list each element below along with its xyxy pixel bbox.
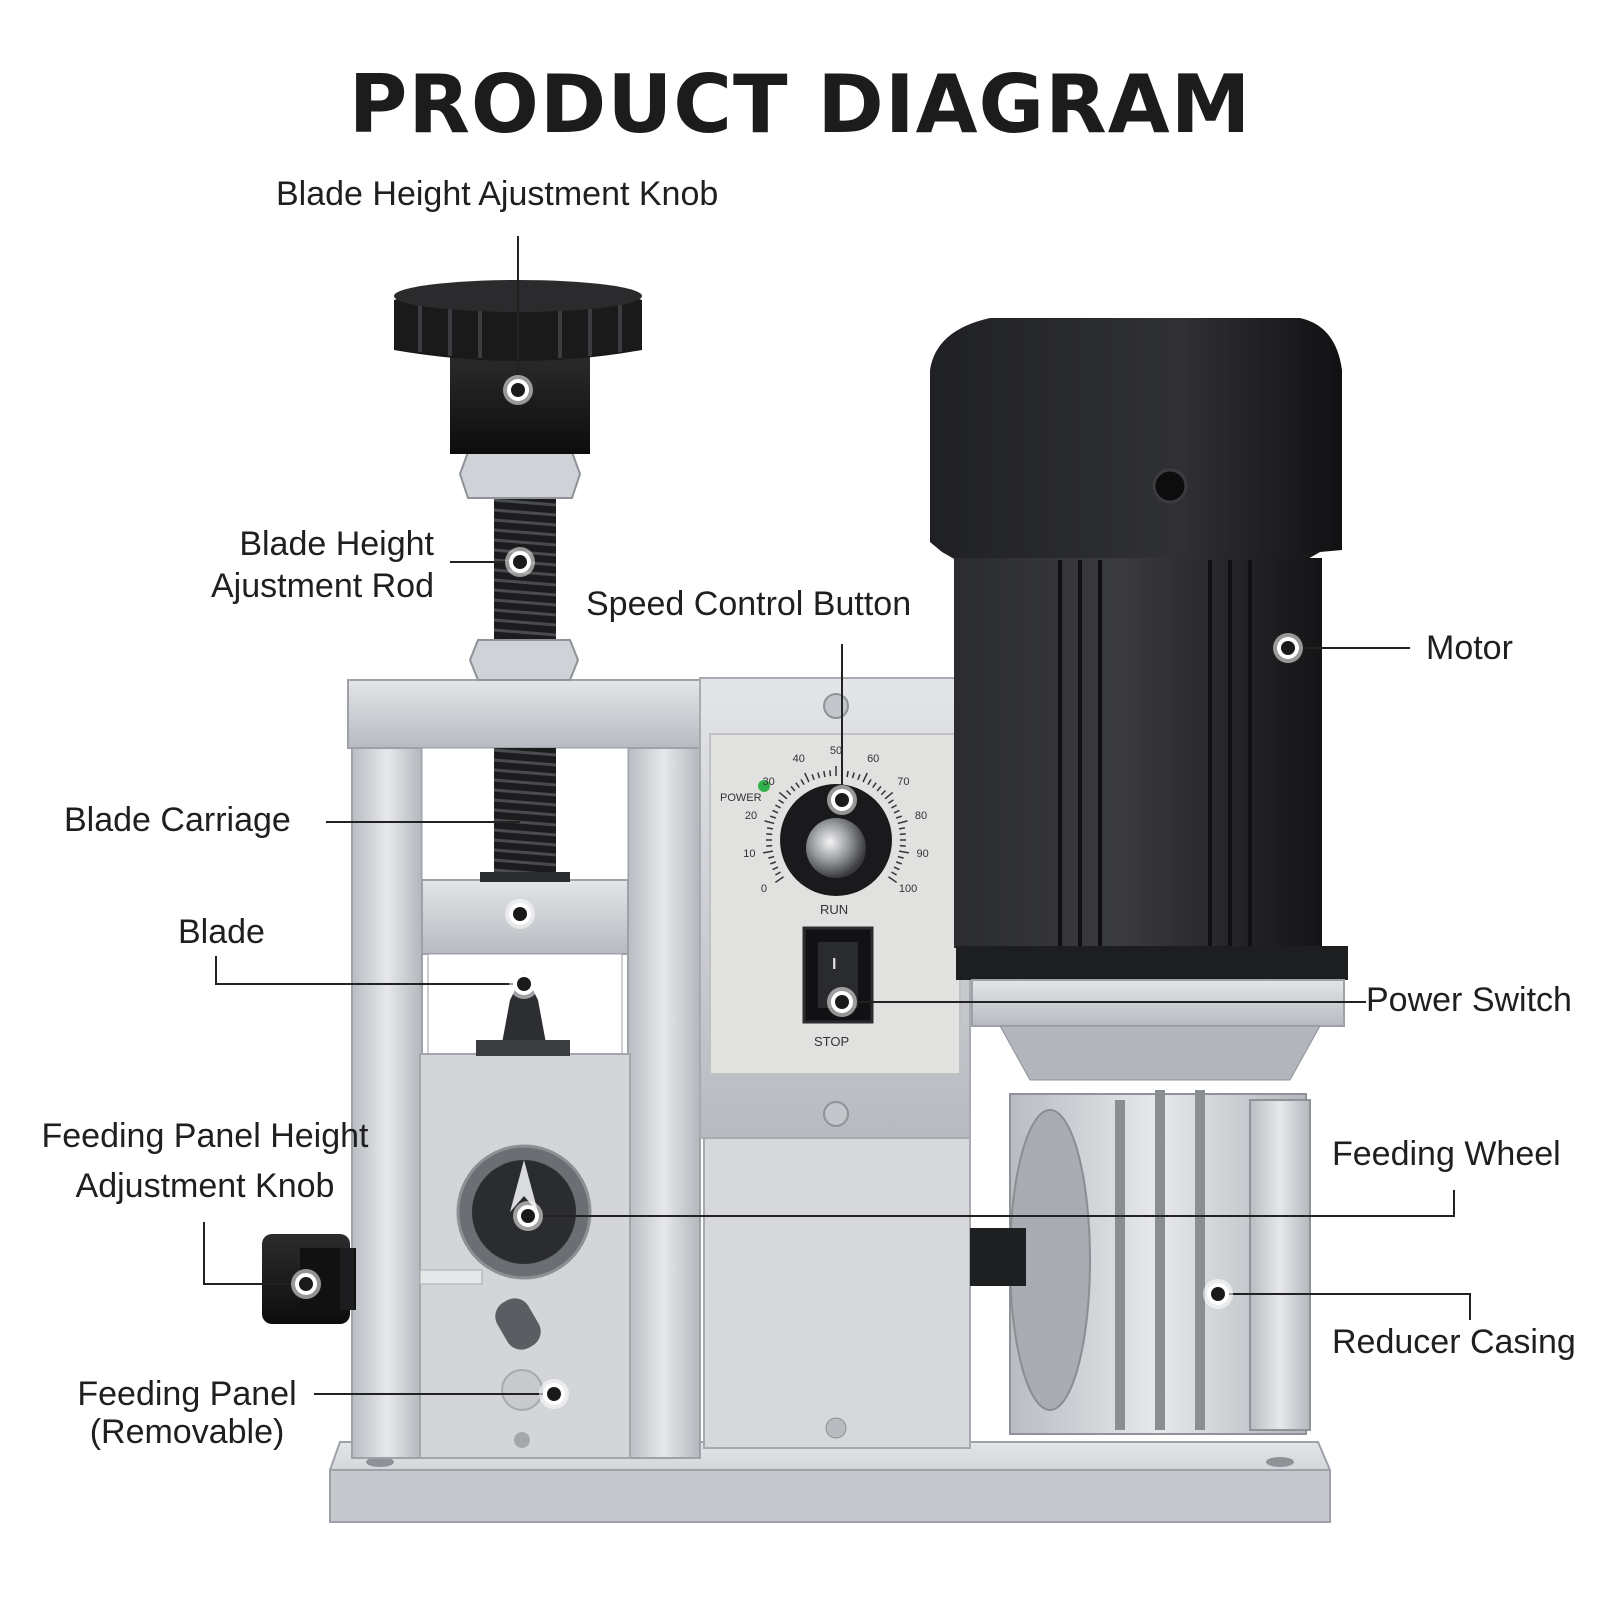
dial-scale-label: 40 bbox=[792, 753, 805, 766]
callout-dot bbox=[543, 1383, 565, 1405]
base-plate bbox=[329, 1441, 1331, 1523]
callout-dot bbox=[295, 1273, 317, 1295]
dial-scale-label: 50 bbox=[829, 745, 843, 757]
label-speed-control: Speed Control Button bbox=[586, 585, 912, 623]
label-feeding-wheel: Feeding Wheel bbox=[1332, 1135, 1561, 1173]
callout-dot bbox=[1277, 637, 1299, 659]
page-title: PRODUCT DIAGRAM bbox=[348, 58, 1252, 151]
callout-dot bbox=[513, 973, 535, 995]
label-blade-height-rod-line2: Ajustment Rod bbox=[211, 567, 434, 605]
callout-dot bbox=[831, 789, 853, 811]
label-power-switch: Power Switch bbox=[1366, 981, 1572, 1019]
dial-scale-label: 0 bbox=[760, 883, 767, 896]
motor-body bbox=[930, 318, 1348, 1027]
dial-scale-label: 90 bbox=[916, 848, 929, 861]
label-motor: Motor bbox=[1426, 629, 1513, 667]
leader-lines bbox=[203, 236, 1471, 1395]
label-feeding-panel-knob-line1: Feeding Panel Height bbox=[41, 1117, 369, 1155]
callout-dot bbox=[509, 551, 531, 573]
dial-scale-label: 80 bbox=[914, 810, 928, 823]
panel-run-label: RUN bbox=[820, 902, 849, 917]
label-feeding-panel-knob-line2: Adjustment Knob bbox=[75, 1167, 335, 1205]
callout-dot bbox=[507, 379, 529, 401]
switch-mark: I bbox=[832, 956, 837, 973]
dial-scale-label: 30 bbox=[762, 776, 775, 789]
dial-scale-label: 100 bbox=[898, 883, 918, 896]
callout-dot bbox=[509, 903, 531, 925]
label-blade-height-knob: Blade Height Ajustment Knob bbox=[276, 175, 719, 213]
label-reducer-casing: Reducer Casing bbox=[1332, 1323, 1576, 1361]
callout-markers bbox=[291, 375, 1303, 1409]
dial-scale-label: 10 bbox=[743, 848, 756, 861]
label-feeding-panel-line1: Feeding Panel bbox=[77, 1375, 297, 1413]
panel-power-label: POWER bbox=[720, 792, 762, 804]
label-blade-height-rod-line1: Blade Height bbox=[239, 525, 434, 563]
label-blade: Blade bbox=[178, 913, 265, 951]
panel-stop-label: STOP bbox=[814, 1034, 850, 1049]
callout-dot bbox=[831, 991, 853, 1013]
dial-scale-label: 20 bbox=[744, 810, 758, 823]
callout-dot bbox=[517, 1205, 539, 1227]
dial-scale-label: 60 bbox=[867, 753, 880, 766]
label-feeding-panel-line2: (Removable) bbox=[89, 1413, 285, 1451]
label-blade-carriage: Blade Carriage bbox=[64, 801, 291, 839]
callout-dot bbox=[1207, 1283, 1229, 1305]
reducer-casing bbox=[970, 1025, 1321, 1435]
dial-scale-label: 70 bbox=[897, 776, 910, 789]
